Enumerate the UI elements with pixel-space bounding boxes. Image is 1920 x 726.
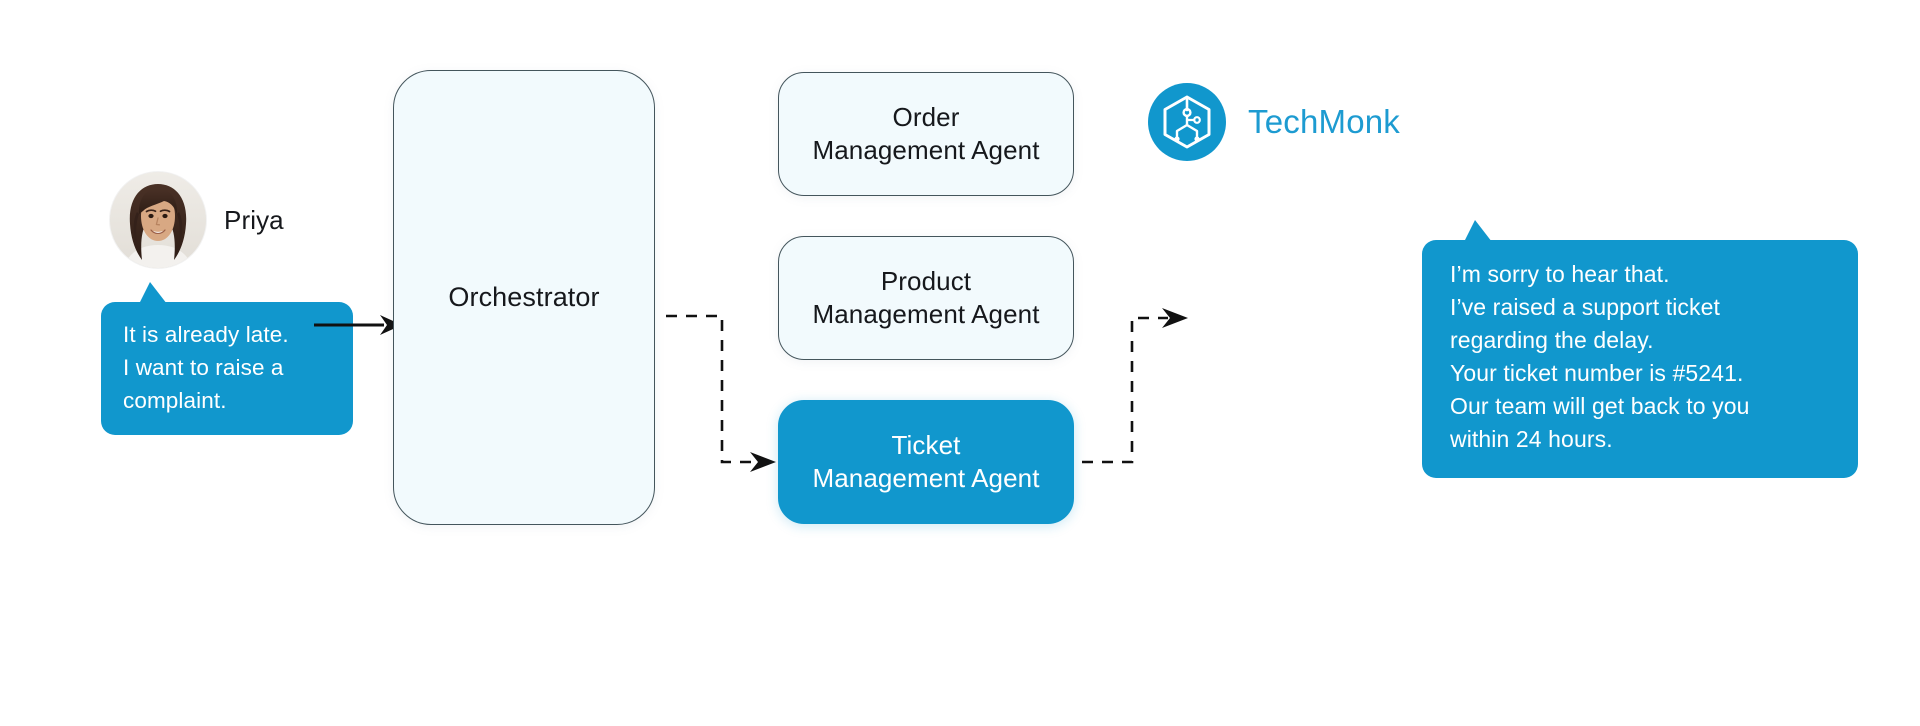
orchestrator-label: Orchestrator bbox=[448, 282, 600, 312]
bot-message-line-1: I’m sorry to hear that. bbox=[1450, 261, 1670, 287]
agent-product-label: Product Management Agent bbox=[812, 266, 1040, 329]
user-message-line-2: I want to raise a bbox=[123, 355, 284, 380]
user-message-bubble: It is already late. I want to raise a co… bbox=[101, 282, 353, 435]
user-message-line-1: It is already late. bbox=[123, 322, 289, 347]
agent-order-label: Order Management Agent bbox=[812, 102, 1040, 165]
bubble-tail bbox=[1464, 220, 1492, 242]
user-identity-block: Priya bbox=[110, 172, 284, 268]
bot-message-line-6: within 24 hours. bbox=[1450, 426, 1613, 452]
agent-node-order[interactable]: Order Management Agent bbox=[778, 72, 1074, 196]
brand-logo-block: TechMonk bbox=[1148, 83, 1400, 161]
agent-ticket-label: Ticket Management Agent bbox=[812, 430, 1040, 493]
avatar bbox=[110, 172, 206, 268]
bot-response-bubble: I’m sorry to hear that. I’ve raised a su… bbox=[1422, 220, 1858, 478]
techmonk-cube-icon bbox=[1148, 83, 1226, 161]
bubble-tail bbox=[139, 282, 167, 304]
bot-message-line-2: I’ve raised a support ticket bbox=[1450, 294, 1720, 320]
agent-node-product[interactable]: Product Management Agent bbox=[778, 236, 1074, 360]
brand-name-label: TechMonk bbox=[1248, 103, 1401, 140]
user-message-line-3: complaint. bbox=[123, 388, 227, 413]
orchestrator-node[interactable]: Orchestrator bbox=[393, 70, 655, 525]
bot-message-line-4: Your ticket number is #5241. bbox=[1450, 360, 1744, 386]
agent-node-ticket[interactable]: Ticket Management Agent bbox=[778, 400, 1074, 524]
user-name-label: Priya bbox=[224, 204, 284, 235]
bot-message-line-5: Our team will get back to you bbox=[1450, 393, 1750, 419]
bot-message-line-3: regarding the delay. bbox=[1450, 327, 1654, 353]
connector-ticket-to-response bbox=[1082, 308, 1188, 464]
